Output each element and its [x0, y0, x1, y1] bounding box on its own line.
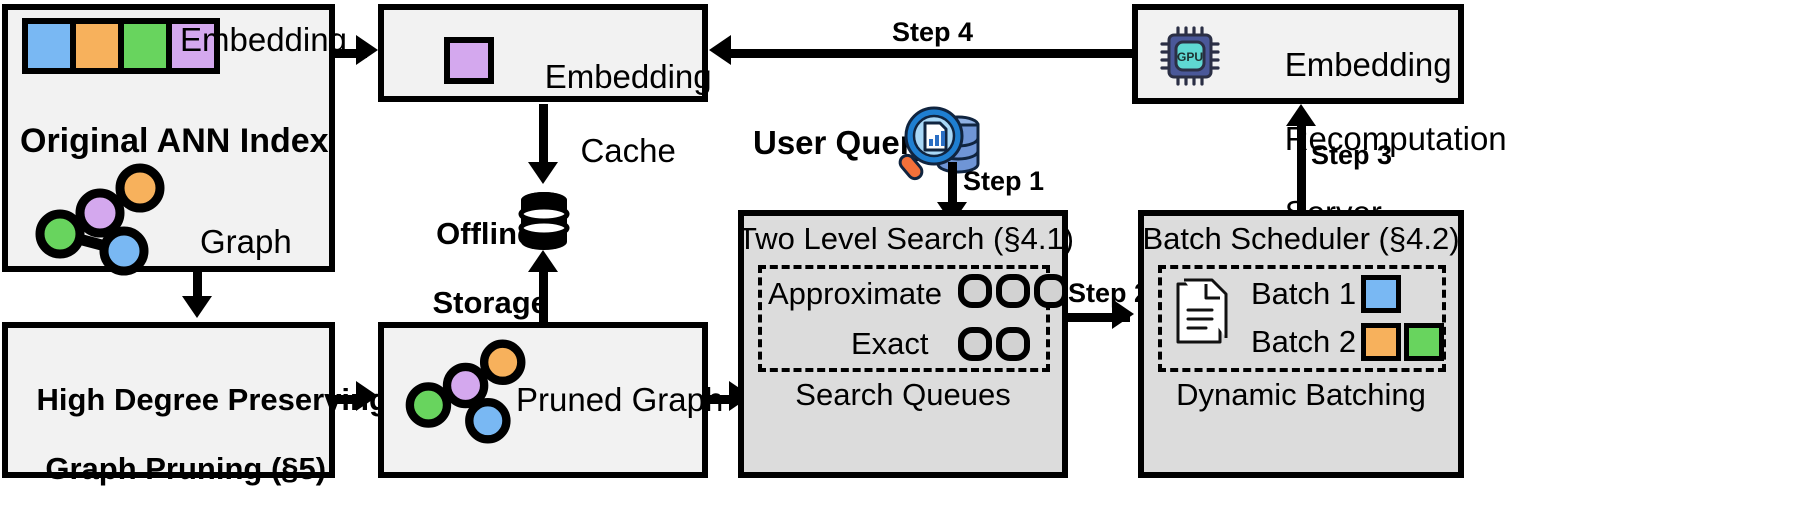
recomputation-server-line1: Embedding: [1284, 45, 1452, 83]
original-ann-index-title: Original ANN Index: [20, 122, 329, 160]
approximate-queue-slot-2: [996, 274, 1030, 308]
dynamic-batching-dashed-region: [1158, 265, 1446, 372]
batch-1-label: Batch 1: [1251, 276, 1357, 311]
exact-queue-slot-2: [996, 327, 1030, 361]
pruned-to-search-line: [708, 395, 740, 404]
graph-pruning-box: [2, 322, 335, 478]
step4-label: Step 4: [892, 17, 974, 47]
exact-queue-slot-1: [958, 327, 992, 361]
step3-arrow-head: [1286, 104, 1316, 126]
step3-label: Step 3: [1311, 140, 1393, 170]
arrow-index-to-cache-head: [356, 35, 378, 65]
embedding-cache-swatch: [444, 37, 494, 84]
embedding-label: Embedding: [180, 21, 347, 58]
pruned-to-storage-head: [528, 250, 558, 272]
index-to-pruning-head: [182, 296, 212, 318]
step1-label: Step 1: [963, 166, 1045, 196]
recomputation-server-line2: Recomputation: [1284, 119, 1507, 157]
offline-storage-line2: Storage: [432, 285, 548, 321]
embedding-cache-box: [378, 4, 708, 102]
cache-to-storage-head: [528, 162, 558, 184]
embedding-cache-title-line1: Embedding: [544, 57, 712, 95]
embedding-cache-title-line2: Cache: [580, 131, 676, 169]
approximate-row-label: Approximate: [768, 276, 943, 311]
search-queues-caption: Search Queues: [795, 377, 1011, 412]
step3-line: [1297, 124, 1306, 210]
pruned-graph-illustration: [405, 339, 526, 444]
batch-scheduler-title: Batch Scheduler (§4.2): [1142, 221, 1460, 256]
original-graph-illustration: [35, 163, 165, 276]
offline-storage-label: Offline Storage: [398, 182, 547, 356]
step2-line: [1068, 313, 1130, 322]
index-to-pruning-line: [193, 272, 202, 302]
two-level-search-title: Two Level Search (§4.1): [738, 221, 1075, 256]
pruning-to-pruned-line: [335, 395, 367, 404]
step2-arrow-head: [1112, 299, 1134, 329]
pruning-to-pruned-head: [356, 381, 378, 411]
embedding-cell-green: [121, 24, 169, 68]
gpu-chip-icon: GPU: [1160, 26, 1220, 86]
step4-line: [730, 49, 1134, 58]
batch-2-chip-orange: [1361, 323, 1401, 361]
architecture-diagram: Embedding Original ANN Index Graph Embed…: [2, 4, 1507, 486]
graph-label: Graph: [200, 223, 292, 260]
documents-stack-icon: [1176, 278, 1228, 344]
embedding-cell-purple: [169, 24, 214, 68]
graph-pruning-line2: Graph Pruning (§5): [45, 451, 327, 487]
batch-2-chip-green: [1404, 323, 1444, 361]
exact-row-label: Exact: [851, 326, 929, 361]
embedding-cell-orange: [73, 24, 121, 68]
search-document-database-icon: [898, 106, 980, 181]
cache-to-storage-line: [539, 104, 548, 172]
batch-2-label: Batch 2: [1251, 324, 1357, 359]
step2-label: Step 2: [1068, 278, 1150, 308]
embedding-cache-title: Embedding Cache: [508, 22, 712, 207]
graph-pruning-title: High Degree Preserving Graph Pruning (§5…: [2, 348, 387, 522]
embedding-cell-blue: [28, 24, 73, 68]
dynamic-batching-caption: Dynamic Batching: [1176, 377, 1426, 412]
offline-storage-line1: Offline: [436, 215, 535, 251]
arrow-index-to-cache-line: [335, 49, 367, 58]
step4-arrow-head: [709, 35, 731, 65]
pruned-graph-title: Pruned Graph: [516, 381, 724, 418]
approximate-queue-slot-1: [958, 274, 992, 308]
embedding-vector-strip: [22, 18, 220, 74]
database-icon: [518, 192, 570, 250]
gpu-icon-text: GPU: [1177, 50, 1203, 64]
batch-1-chip-blue: [1361, 275, 1401, 313]
search-queues-dashed-region: [758, 265, 1050, 372]
approximate-queue-slot-3: [1034, 274, 1068, 308]
pruned-to-storage-line: [539, 262, 548, 322]
step1-line: [948, 162, 957, 222]
